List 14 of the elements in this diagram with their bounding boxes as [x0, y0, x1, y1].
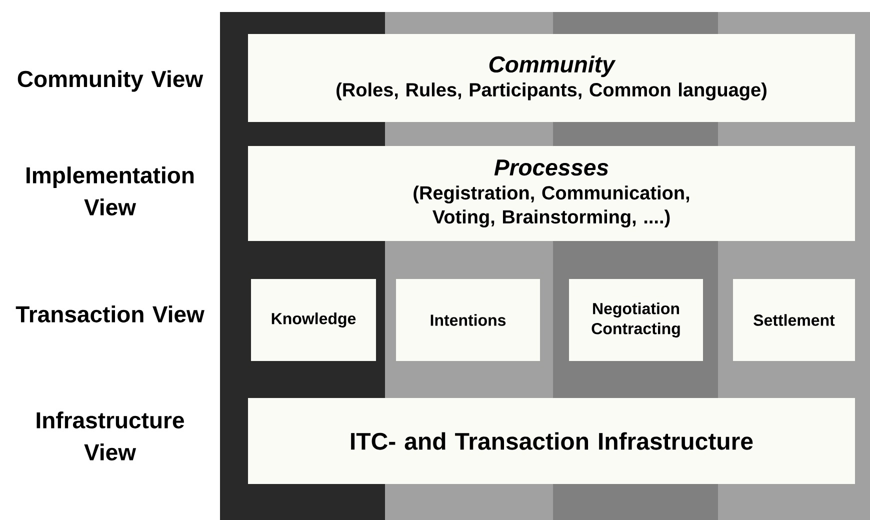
view-label: Infrastructure View: [36, 412, 184, 460]
view-label: Community View: [18, 70, 204, 92]
layer-box: ITC- and Transaction Infrastructure: [248, 398, 855, 484]
node-label: Settlement: [754, 314, 835, 326]
layer-box: Intentions: [396, 279, 540, 361]
layer-box: Settlement: [733, 279, 855, 361]
view-label: Implementation View: [26, 166, 194, 216]
layer-box: Negotiation Contracting: [569, 279, 703, 361]
view-label: Transaction View: [16, 306, 204, 322]
layer-box: Community (Roles, Rules, Participants, Common language): [248, 34, 855, 122]
node-label: Negotiation Contracting: [592, 302, 680, 338]
node-label: Knowledge: [272, 312, 356, 328]
layer-box: Processes (Registration, Communication, Voting, Brainstorming, ....): [248, 146, 855, 241]
layer-box: Knowledge: [251, 279, 376, 361]
